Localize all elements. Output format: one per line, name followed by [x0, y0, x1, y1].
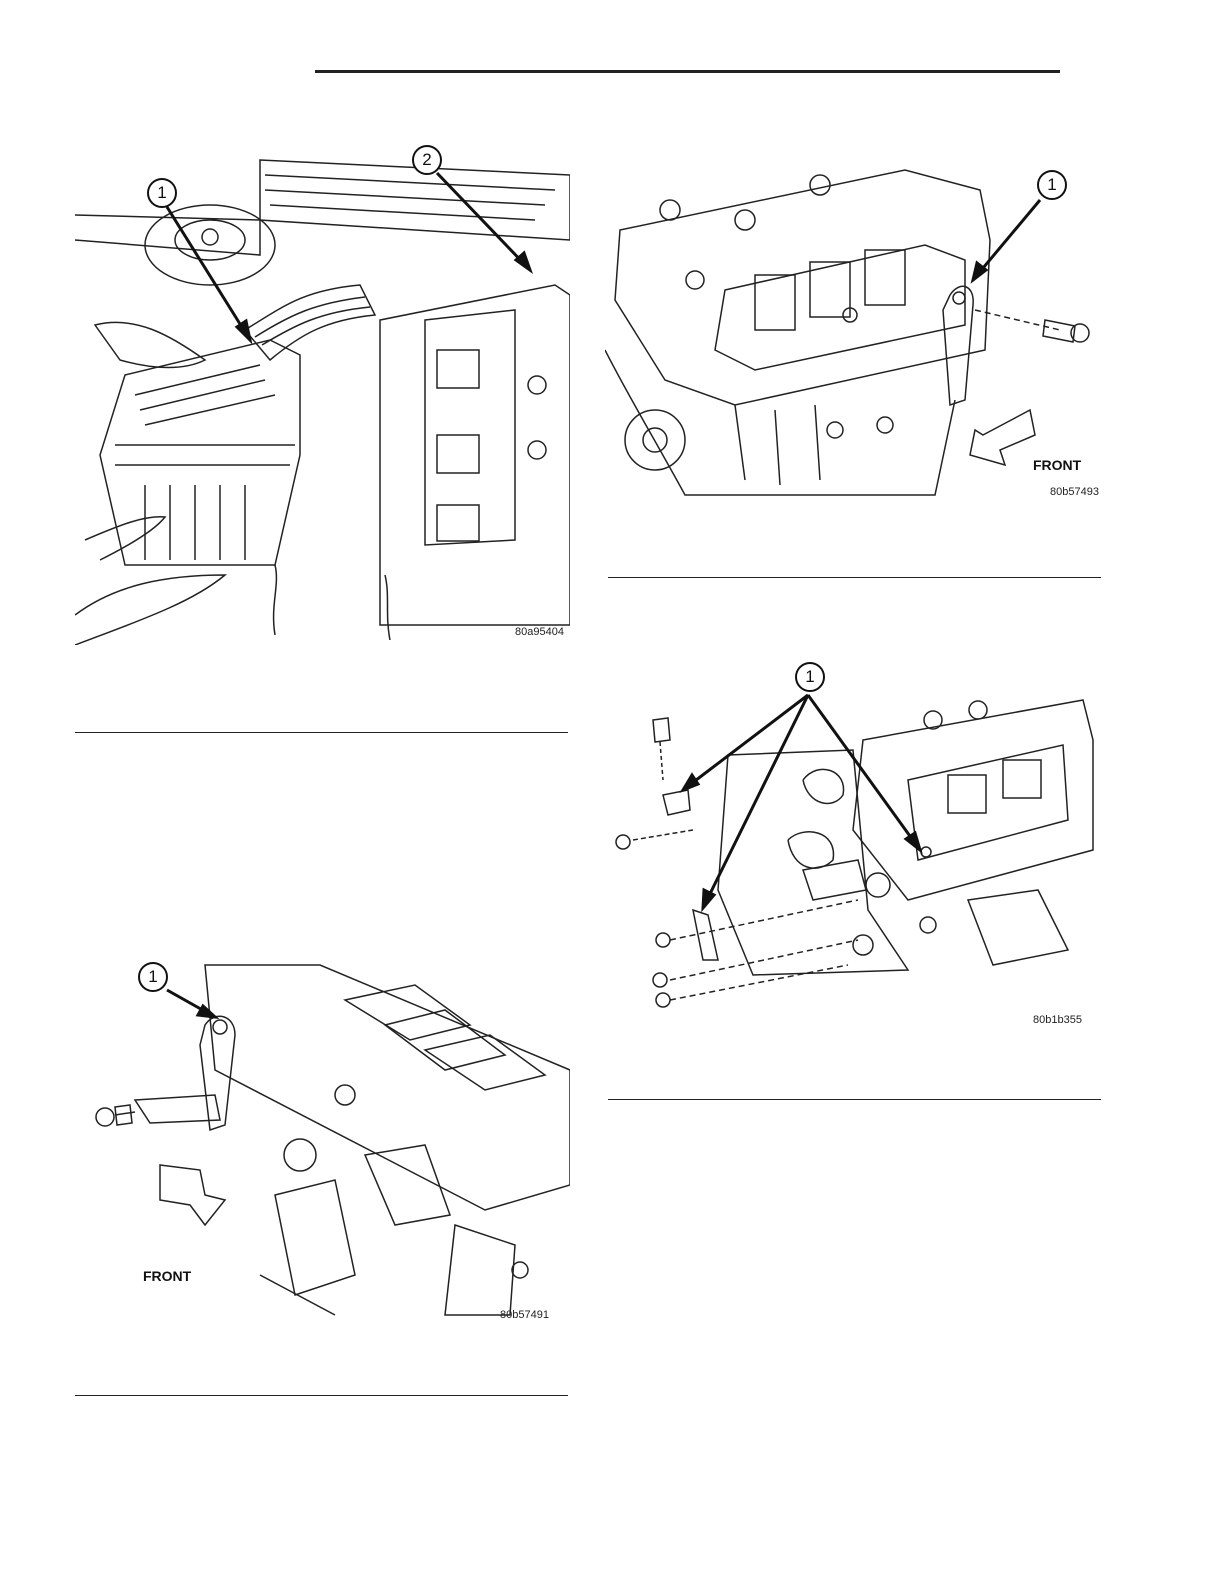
figure-divider — [608, 577, 1101, 578]
callout-1: 1 — [147, 178, 177, 208]
figure-divider — [608, 1099, 1101, 1100]
figure-divider — [75, 732, 568, 733]
figure-manifold-bracket-side: 1 FRONT 80b57491 — [75, 955, 570, 1325]
figure-manifold-bracket-front: 1 FRONT 80b57493 — [605, 150, 1100, 505]
manifold-bracket-illustration — [605, 150, 1100, 505]
figure-code: 80b1b355 — [1033, 1014, 1082, 1026]
figure-lower-brackets: 1 80b1b355 — [608, 660, 1103, 1030]
figure-air-cleaner: 1 2 80a95404 — [75, 145, 570, 645]
lower-brackets-illustration — [608, 660, 1103, 1030]
callout-2: 2 — [412, 145, 442, 175]
figure-code: 80b57491 — [500, 1309, 549, 1321]
callout-1: 1 — [1037, 170, 1067, 200]
air-cleaner-illustration — [75, 145, 570, 645]
front-direction-label: FRONT — [143, 1268, 191, 1284]
figure-code: 80b57493 — [1050, 486, 1099, 498]
front-direction-label: FRONT — [1033, 457, 1081, 473]
callout-1: 1 — [795, 662, 825, 692]
figure-divider — [75, 1395, 568, 1396]
header-rule — [315, 70, 1060, 73]
callout-1: 1 — [138, 962, 168, 992]
figure-code: 80a95404 — [515, 626, 564, 638]
